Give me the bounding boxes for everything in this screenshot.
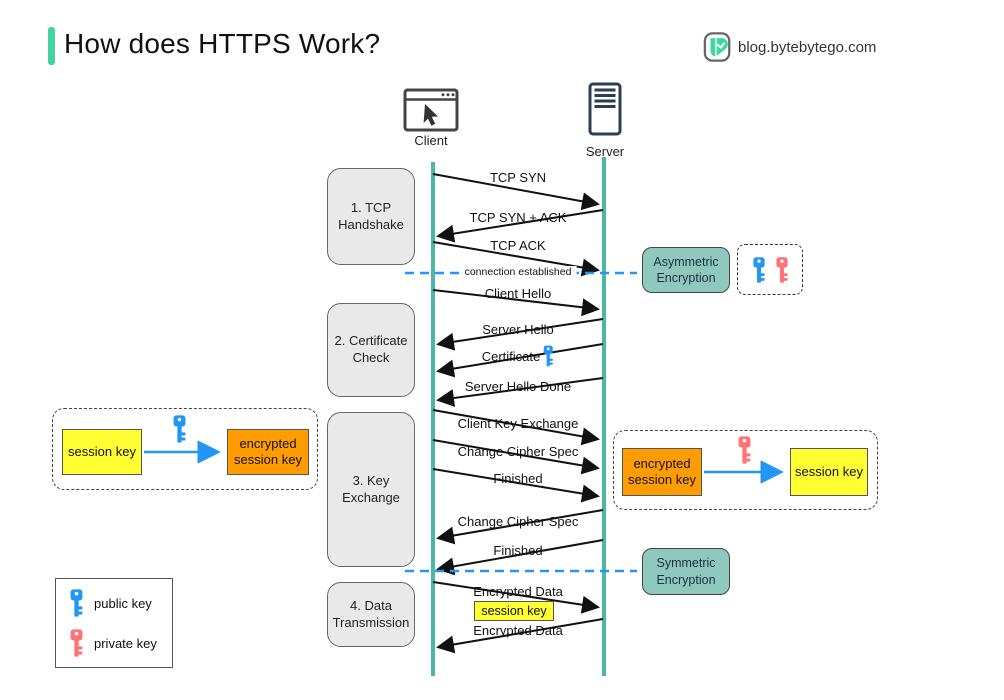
private-key-icon: [68, 628, 85, 658]
legend-item-public-key: public key: [68, 588, 172, 618]
asymmetric-encryption-note: Asymmetric Encryption: [642, 247, 730, 293]
private-key-icon: [736, 435, 753, 465]
message-label-finished-1: Finished: [493, 471, 543, 486]
site-logo: blog.bytebytego.com: [703, 32, 876, 62]
arrow-server-hello: [436, 318, 604, 351]
encrypt-arrow: [144, 440, 221, 464]
arrow-tcp-ack: [432, 241, 600, 277]
message-label-encrypted-data-2: Encrypted Data: [473, 623, 563, 638]
message-label-client-hello: Client Hello: [484, 286, 552, 301]
phase-data-transmission: 4. Data Transmission: [327, 582, 415, 647]
legend-item-private-key: private key: [68, 628, 172, 658]
client-lifeline: [431, 162, 435, 676]
key-legend: public key private key: [55, 578, 173, 668]
encryption-flow-right: encrypted session key session key: [613, 430, 878, 510]
title-accent-bar: [48, 27, 55, 65]
server-label: Server: [585, 144, 625, 159]
message-label-server-hello: Server Hello: [482, 322, 554, 337]
decrypt-arrow: [704, 460, 784, 484]
public-key-icon: [171, 414, 188, 444]
bytebytego-logo-icon: [703, 32, 731, 62]
arrow-change-cipher-spec-s2c: [436, 509, 604, 545]
arrow-server-hello-done: [436, 377, 604, 407]
message-label-encrypted-data-1: Encrypted Data: [473, 584, 563, 599]
arrow-tcp-syn: [432, 173, 600, 211]
session-key-box: session key: [62, 429, 142, 475]
phase-key-exchange: 3. Key Exchange: [327, 412, 415, 567]
arrow-encrypted-data-c2s: [432, 581, 600, 614]
arrow-finished-s2c: [436, 539, 604, 576]
session-key-chip: session key: [474, 601, 554, 621]
legend-label: private key: [94, 635, 157, 651]
phase-certificate-check: 2. Certificate Check: [327, 303, 415, 397]
certificate-text: Certificate: [481, 348, 541, 364]
client-label: Client: [414, 133, 448, 148]
message-label-server-hello-done: Server Hello Done: [464, 379, 572, 394]
message-label-certificate: Certificate: [482, 345, 555, 367]
message-label-finished-2: Finished: [493, 543, 543, 558]
public-key-icon: [68, 588, 85, 618]
symmetric-encryption-note: Symmetric Encryption: [642, 548, 730, 595]
key-pair-box: [737, 244, 803, 295]
arrow-change-cipher-spec-c2s: [432, 439, 600, 475]
connection-established-label: connection established: [459, 266, 577, 278]
message-label-tcp-syn: TCP SYN: [489, 170, 547, 185]
message-label-tcp-ack: TCP ACK: [490, 238, 546, 253]
public-key-icon: [751, 256, 767, 284]
phase-tcp-handshake: 1. TCP Handshake: [327, 168, 415, 265]
server-lifeline: [602, 157, 606, 676]
arrow-encrypted-data-s2c: [436, 618, 604, 654]
arrow-tcp-syn-ack: [436, 209, 604, 243]
site-url: blog.bytebytego.com: [738, 38, 877, 56]
arrow-certificate: [436, 343, 604, 378]
arrow-client-key-exchange: [432, 409, 600, 446]
client-browser-icon: [403, 88, 459, 132]
message-label-change-cipher-spec-1: Change Cipher Spec: [457, 444, 579, 459]
arrow-finished-c2s: [432, 468, 600, 503]
session-key-box: session key: [790, 448, 868, 496]
public-key-icon: [541, 345, 554, 367]
encryption-flow-left: session key encrypted session key: [52, 408, 318, 490]
arrow-client-hello: [432, 289, 600, 317]
message-label-tcp-syn-ack: TCP SYN + ACK: [469, 210, 567, 225]
page-title: How does HTTPS Work?: [64, 28, 381, 59]
encrypted-session-key-box: encrypted session key: [227, 429, 309, 475]
message-label-client-key-exchange: Client Key Exchange: [457, 416, 579, 431]
message-label-change-cipher-spec-2: Change Cipher Spec: [457, 514, 579, 529]
legend-label: public key: [94, 595, 152, 611]
private-key-icon: [774, 256, 790, 284]
server-icon: [588, 82, 622, 136]
encrypted-session-key-box: encrypted session key: [622, 448, 702, 496]
